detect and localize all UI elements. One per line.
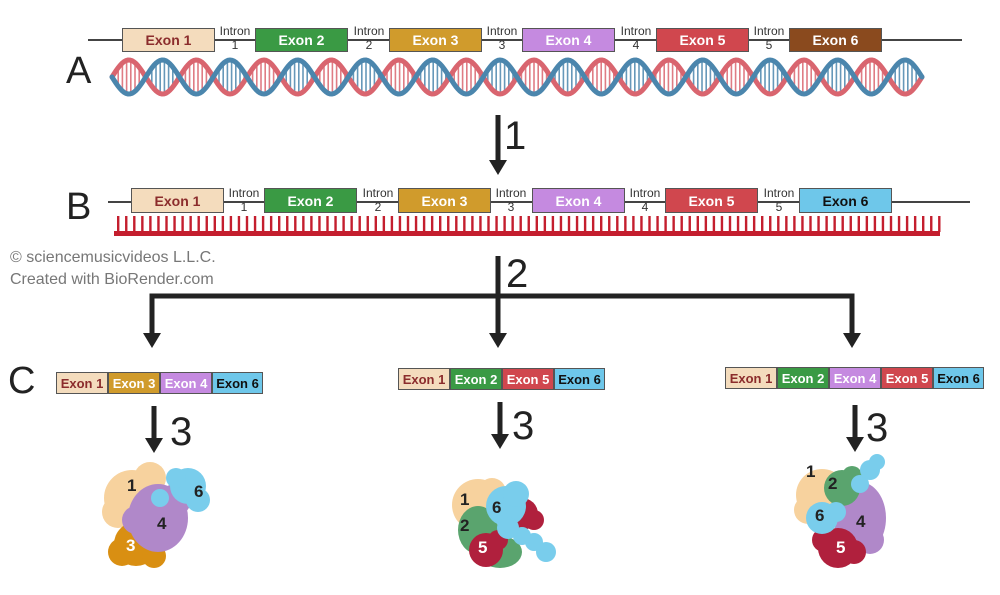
protein-3-domain-4: 4 [856,512,866,531]
arrow-step-1 [489,115,507,175]
gene-a-exon-6: Exon 6 [789,28,882,52]
panel-label-a: A [66,50,92,92]
gene-b-exon-4: Exon 4 [532,188,625,213]
mrna-3-exon-6: Exon 6 [933,367,984,389]
protein-2-blob [452,478,556,568]
mrna-1-exon-3: Exon 3 [108,372,160,394]
gene-a-exon-4: Exon 4 [522,28,615,52]
step-number-3-right: 3 [866,406,889,450]
panel-label-c: C [8,360,36,402]
arrow-step-2-heads [143,333,861,348]
mrna-2-exon-2: Exon 2 [450,368,502,390]
protein-2-domain-6: 6 [492,498,502,517]
protein-1-domain-1: 1 [127,476,137,495]
protein-3-domain-5: 5 [836,538,846,557]
credit-copyright: © sciencemusicvideos L.L.C. [10,249,216,266]
gene-b-exon-2: Exon 2 [264,188,357,213]
dna-double-helix [109,57,925,97]
step-number-2: 2 [506,252,529,296]
protein-1-domain-3: 3 [126,536,136,555]
step-number-3-middle: 3 [512,404,535,448]
gene-b-exon-6: Exon 6 [799,188,892,213]
protein-2-domain-2: 2 [460,516,470,535]
protein-1-domain-4: 4 [157,514,167,533]
protein-3-domain-6: 6 [815,506,825,525]
protein-2-domain-5: 5 [478,538,488,557]
gene-a-exon-1: Exon 1 [122,28,215,52]
pre-mrna-strand [114,216,941,236]
protein-3-domain-2: 2 [828,474,838,493]
gene-a-exon-2: Exon 2 [255,28,348,52]
arrow-step-3-middle [491,402,509,449]
gene-b-exon-3: Exon 3 [398,188,491,213]
protein-3-blob [794,454,886,568]
protein-1-domain-6: 6 [194,482,204,501]
gene-b-exon-5: Exon 5 [665,188,758,213]
protein-1-blob [102,462,210,568]
arrow-step-2 [149,256,855,335]
gene-a-exon-3: Exon 3 [389,28,482,52]
protein-3-domain-1: 1 [806,462,816,481]
mrna-1-exon-6: Exon 6 [212,372,263,394]
gene-a-exon-5: Exon 5 [656,28,749,52]
mrna-2-exon-5: Exon 5 [502,368,554,390]
panel-label-b: B [66,186,92,228]
mrna-3-exon-4: Exon 4 [829,367,881,389]
mrna-2-exon-6: Exon 6 [554,368,605,390]
step-number-3-left: 3 [170,410,193,454]
mrna-1-exon-4: Exon 4 [160,372,212,394]
step-number-1: 1 [504,114,527,158]
gene-b-exon-1: Exon 1 [131,188,224,213]
mrna-1-exon-1: Exon 1 [56,372,108,394]
mrna-3-exon-5: Exon 5 [881,367,933,389]
protein-2-domain-1: 1 [460,490,470,509]
mrna-2-exon-1: Exon 1 [398,368,450,390]
arrow-step-3-right [846,405,864,452]
arrow-step-3-left [145,406,163,453]
mrna-3-exon-1: Exon 1 [725,367,777,389]
mrna-3-exon-2: Exon 2 [777,367,829,389]
credit-biorender: Created with BioRender.com [10,271,214,288]
